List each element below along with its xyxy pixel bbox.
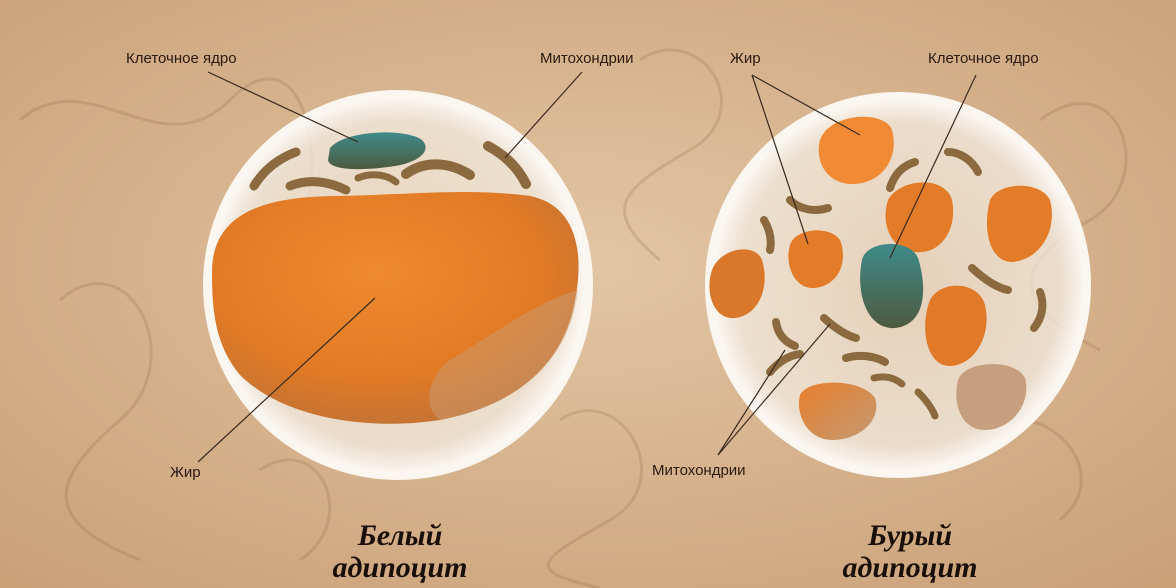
title-brown-adipocyte: Бурый адипоцит <box>780 520 1040 584</box>
label-brown-mitochondria: Митохондрии <box>652 462 746 480</box>
brown-adipocyte-cell <box>708 95 1088 475</box>
label-brown-fat: Жир <box>730 50 761 68</box>
title-white-line1: Белый <box>270 520 530 552</box>
label-brown-nucleus: Клеточное ядро <box>928 50 1039 68</box>
label-white-mitochondria: Митохондрии <box>540 50 634 68</box>
label-white-nucleus: Клеточное ядро <box>126 50 237 68</box>
title-white-adipocyte: Белый адипоцит <box>270 520 530 584</box>
title-white-line2: адипоцит <box>270 552 530 584</box>
white-adipocyte-cell <box>206 93 590 477</box>
title-brown-line2: адипоцит <box>780 552 1040 584</box>
label-white-fat: Жир <box>170 464 201 482</box>
title-brown-line1: Бурый <box>780 520 1040 552</box>
